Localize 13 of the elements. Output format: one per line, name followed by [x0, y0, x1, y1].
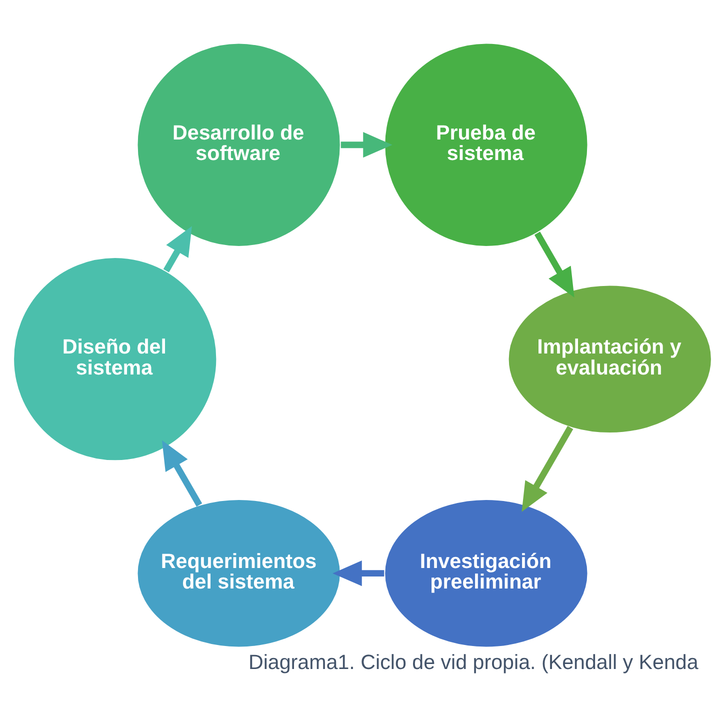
node-ellipse: Investigación preeliminar	[384, 498, 589, 648]
arrow	[162, 440, 202, 506]
node-circle: Diseño del sistema	[12, 256, 218, 461]
arrow	[163, 226, 192, 272]
node-ellipse: Implantación y evaluación	[508, 284, 712, 434]
node-circle: Prueba de sistema	[384, 42, 589, 247]
arrow	[332, 560, 384, 586]
arrow	[534, 231, 574, 298]
arrow	[522, 425, 574, 512]
node-circle: Desarrollo de software	[136, 42, 342, 247]
arrow	[340, 132, 392, 158]
node-ellipse: Requerimientos del sistema	[136, 498, 342, 648]
caption: Diagrama1. Ciclo de vid propia. (Kendall y Kenda	[248, 650, 698, 674]
